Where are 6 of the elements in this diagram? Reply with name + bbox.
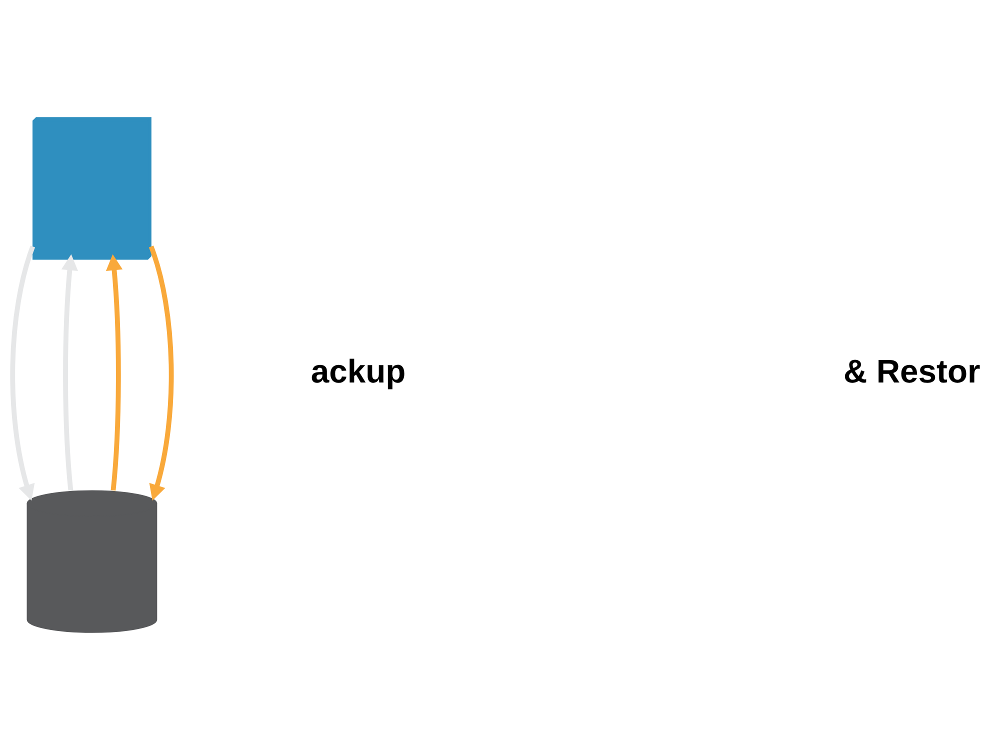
arrow [60,254,78,491]
arrow [148,246,174,501]
arrow [105,254,122,491]
label: ackup [310,352,406,390]
arrow [10,246,35,501]
label: & Restor [843,352,980,390]
